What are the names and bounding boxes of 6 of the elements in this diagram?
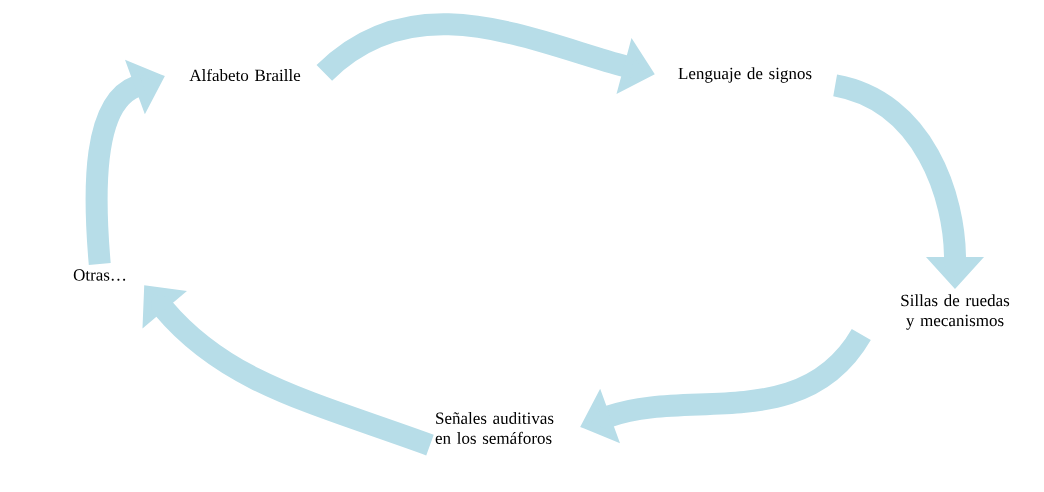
- node-label: Sillas de ruedas y mecanismos: [901, 294, 1010, 330]
- node-label: Señales auditivas en los semáforos: [435, 412, 554, 444]
- block-arrow: [142, 285, 434, 456]
- node-label: Lenguaje de signos: [678, 67, 812, 83]
- node-label: Otras…: [73, 269, 126, 281]
- node-label: Alfabeto Braille: [189, 68, 301, 82]
